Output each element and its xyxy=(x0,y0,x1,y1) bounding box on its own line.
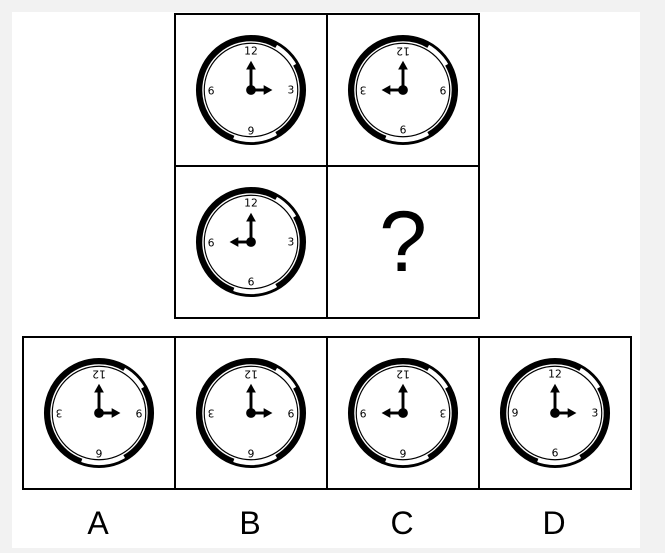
clock-numeral: 12 xyxy=(244,368,258,381)
clock-icon: 12 9 6 3 xyxy=(328,15,478,165)
clock-icon: 12 9 6 3 xyxy=(24,338,174,488)
clock-numeral: 6 xyxy=(248,275,255,288)
clock-numeral: 6 xyxy=(95,446,102,459)
clock-center-dot xyxy=(246,85,256,95)
clock-icon: 12 3 6 9 xyxy=(176,15,326,165)
clock-numeral: 12 xyxy=(548,368,562,381)
option-a-box[interactable]: 12 9 6 3 xyxy=(22,336,176,490)
clock-numeral: 6 xyxy=(552,446,559,459)
clock-icon: 12 3 6 9 xyxy=(480,338,630,488)
option-b-box[interactable]: 12 9 6 3 xyxy=(174,336,328,490)
clock-numeral: 9 xyxy=(287,407,294,420)
clock-center-dot xyxy=(246,408,256,418)
clock-numeral: 6 xyxy=(247,446,254,459)
option-b-label: B xyxy=(174,505,326,542)
clock-icon: 12 9 6 3 xyxy=(176,338,326,488)
option-c-label: C xyxy=(326,505,478,542)
clock-center-dot xyxy=(246,237,256,247)
grid-cell-r1c1: 12 3 6 9 xyxy=(174,13,328,167)
grid-cell-r1c2: 12 9 6 3 xyxy=(326,13,480,167)
clock-center-dot xyxy=(550,408,560,418)
clock-numeral: 3 xyxy=(360,84,367,97)
clock-center-dot xyxy=(398,85,408,95)
clock-numeral: 6 xyxy=(400,123,407,136)
clock-numeral: 3 xyxy=(288,84,295,97)
clock-numeral: 3 xyxy=(208,407,215,420)
clock-numeral: 12 xyxy=(396,45,410,58)
clock-numeral: 9 xyxy=(359,407,366,420)
clock-center-dot xyxy=(94,408,104,418)
clock-numeral: 3 xyxy=(592,407,599,420)
clock-numeral: 3 xyxy=(288,236,295,249)
clock-numeral: 6 xyxy=(247,123,254,136)
clock-numeral: 9 xyxy=(207,84,214,97)
option-a-label: A xyxy=(22,505,174,542)
clock-numeral: 9 xyxy=(439,84,446,97)
clock-numeral: 9 xyxy=(512,407,519,420)
clock-numeral: 9 xyxy=(135,407,142,420)
clock-numeral: 3 xyxy=(440,407,447,420)
clock-numeral: 12 xyxy=(92,368,106,381)
clock-numeral: 6 xyxy=(399,446,406,459)
option-c-box[interactable]: 12 3 6 9 xyxy=(326,336,480,490)
clock-icon: 12 3 6 9 xyxy=(176,167,326,317)
clock-numeral: 3 xyxy=(56,407,63,420)
clock-numeral: 12 xyxy=(244,45,258,58)
clock-icon: 12 3 6 9 xyxy=(328,338,478,488)
grid-cell-r2c1: 12 3 6 9 xyxy=(174,165,328,319)
clock-center-dot xyxy=(398,408,408,418)
grid-cell-missing: ? xyxy=(326,165,480,319)
question-mark: ? xyxy=(328,167,478,317)
option-d-box[interactable]: 12 3 6 9 xyxy=(478,336,632,490)
clock-numeral: 12 xyxy=(396,368,410,381)
clock-numeral: 12 xyxy=(244,197,258,210)
clock-numeral: 9 xyxy=(207,236,214,249)
option-d-label: D xyxy=(478,505,630,542)
